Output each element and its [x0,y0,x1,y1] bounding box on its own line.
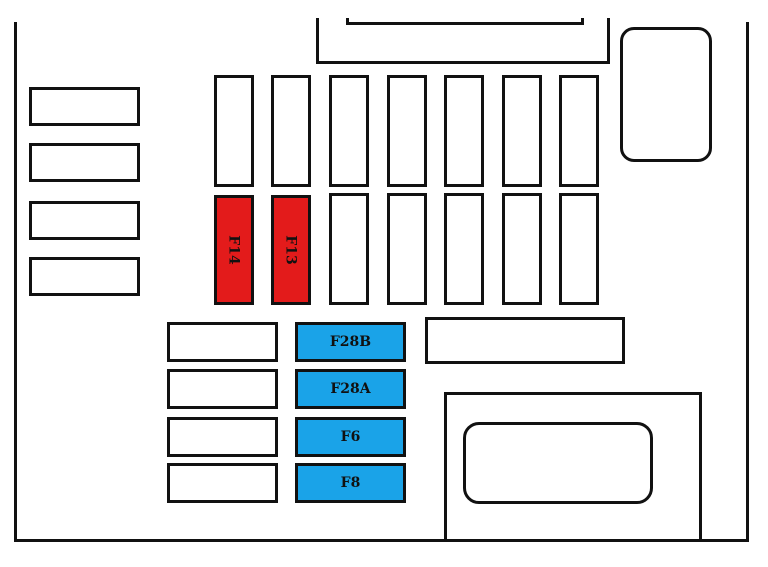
left-slot [29,201,140,240]
top-connector-inner-bar [346,22,584,25]
fuse-f8-label: F8 [340,475,361,491]
fuse-slot [444,75,484,187]
fuse-slot [271,75,311,187]
fuse-f14: F14 [214,195,254,305]
mid-slot [167,369,278,409]
fuse-slot [502,75,542,187]
mid-slot [167,463,278,503]
frame-bottom-edge [14,539,749,542]
fuse-f6-label: F6 [340,429,361,445]
relay-top-right [620,27,712,162]
left-slot [29,257,140,296]
fuse-f28b: F28B [295,322,406,362]
top-connector-inner-left [346,18,349,25]
fuse-f6: F6 [295,417,406,457]
fuse-f28a-label: F28A [330,381,371,397]
fuse-slot [502,193,542,305]
fuse-slot [387,193,427,305]
fuse-slot [214,75,254,187]
relay-inner-bottom-right [463,422,653,504]
fuse-slot [559,75,599,187]
mid-slot [167,322,278,362]
mid-slot [167,417,278,457]
fuse-f14-label: F14 [225,235,242,265]
fuse-slot [329,75,369,187]
top-connector-bracket [316,18,610,64]
fuse-slot [559,193,599,305]
left-slot [29,143,140,182]
frame-left-edge [14,22,17,542]
fuse-f13-label: F13 [282,235,299,265]
fuse-slot [329,193,369,305]
left-slot [29,87,140,126]
top-connector-inner-right [581,18,584,25]
fuse-f28b-label: F28B [329,334,372,350]
wide-slot [425,317,625,364]
frame-right-edge [746,22,749,542]
fuse-slot [387,75,427,187]
fuse-f28a: F28A [295,369,406,409]
fuse-slot [444,193,484,305]
fuse-f13: F13 [271,195,311,305]
fuse-f8: F8 [295,463,406,503]
